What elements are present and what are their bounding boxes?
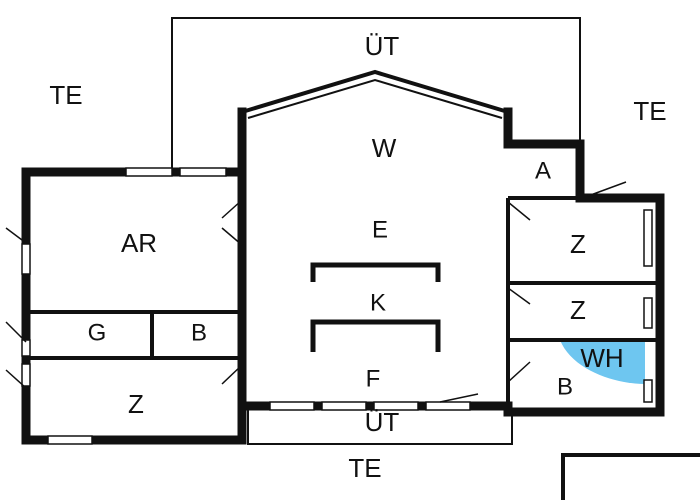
door-swing	[587, 181, 627, 197]
window	[321, 401, 367, 411]
door-swing	[5, 369, 27, 389]
door-swing	[221, 199, 243, 219]
window	[21, 363, 31, 387]
window	[425, 401, 471, 411]
kitchen-counter-bottom	[310, 319, 441, 352]
window	[269, 401, 315, 411]
right-wing-bottom-wall	[503, 193, 665, 417]
door-swing	[221, 227, 243, 246]
terrace-top-right-label: TE	[633, 96, 666, 126]
kitchen-counter-top	[310, 262, 441, 282]
bath-left-label: B	[191, 319, 207, 346]
door-swing	[507, 361, 531, 383]
door-swing	[5, 227, 27, 244]
door-swing	[439, 393, 479, 403]
bedroom-right-2-label: Z	[570, 295, 586, 325]
dining-label: E	[372, 216, 388, 243]
covered-terrace-bottom-outline	[247, 410, 513, 445]
window	[21, 339, 31, 357]
hallway-label: F	[366, 365, 381, 392]
window	[125, 167, 173, 177]
whirlpool-label: WH	[580, 343, 623, 373]
storage-label: G	[88, 319, 107, 346]
window	[21, 243, 31, 275]
window	[179, 167, 227, 177]
window	[373, 401, 419, 411]
kitchen-label: K	[370, 289, 386, 316]
utility-label: A	[535, 157, 551, 184]
door-swing	[507, 287, 531, 305]
door-swing	[221, 364, 243, 385]
covered-terrace-top-label: ÜT	[365, 31, 400, 61]
adjacent-building-outline	[561, 453, 700, 500]
living-room-label: W	[372, 133, 397, 163]
bath-right-label: B	[557, 373, 573, 400]
window	[643, 297, 653, 329]
bedroom-left-label: Z	[128, 389, 144, 419]
utility-wall	[503, 139, 585, 203]
window	[47, 435, 93, 445]
door-swing	[507, 201, 531, 221]
living-room-gable-wall	[241, 69, 509, 114]
living-room-gable-wall-inner	[247, 78, 503, 119]
covered-terrace-bottom-label: ÜT	[365, 407, 400, 437]
window	[643, 209, 653, 267]
terrace-top-left-label: TE	[49, 80, 82, 110]
terrace-bottom-label: TE	[348, 453, 381, 483]
covered-terrace-top-outline	[171, 17, 581, 168]
bedroom-right-1-label: Z	[570, 229, 586, 259]
door-swing	[5, 321, 27, 343]
window	[643, 379, 653, 403]
work-room-label: AR	[121, 228, 157, 258]
whirlpool-tub	[560, 340, 645, 384]
